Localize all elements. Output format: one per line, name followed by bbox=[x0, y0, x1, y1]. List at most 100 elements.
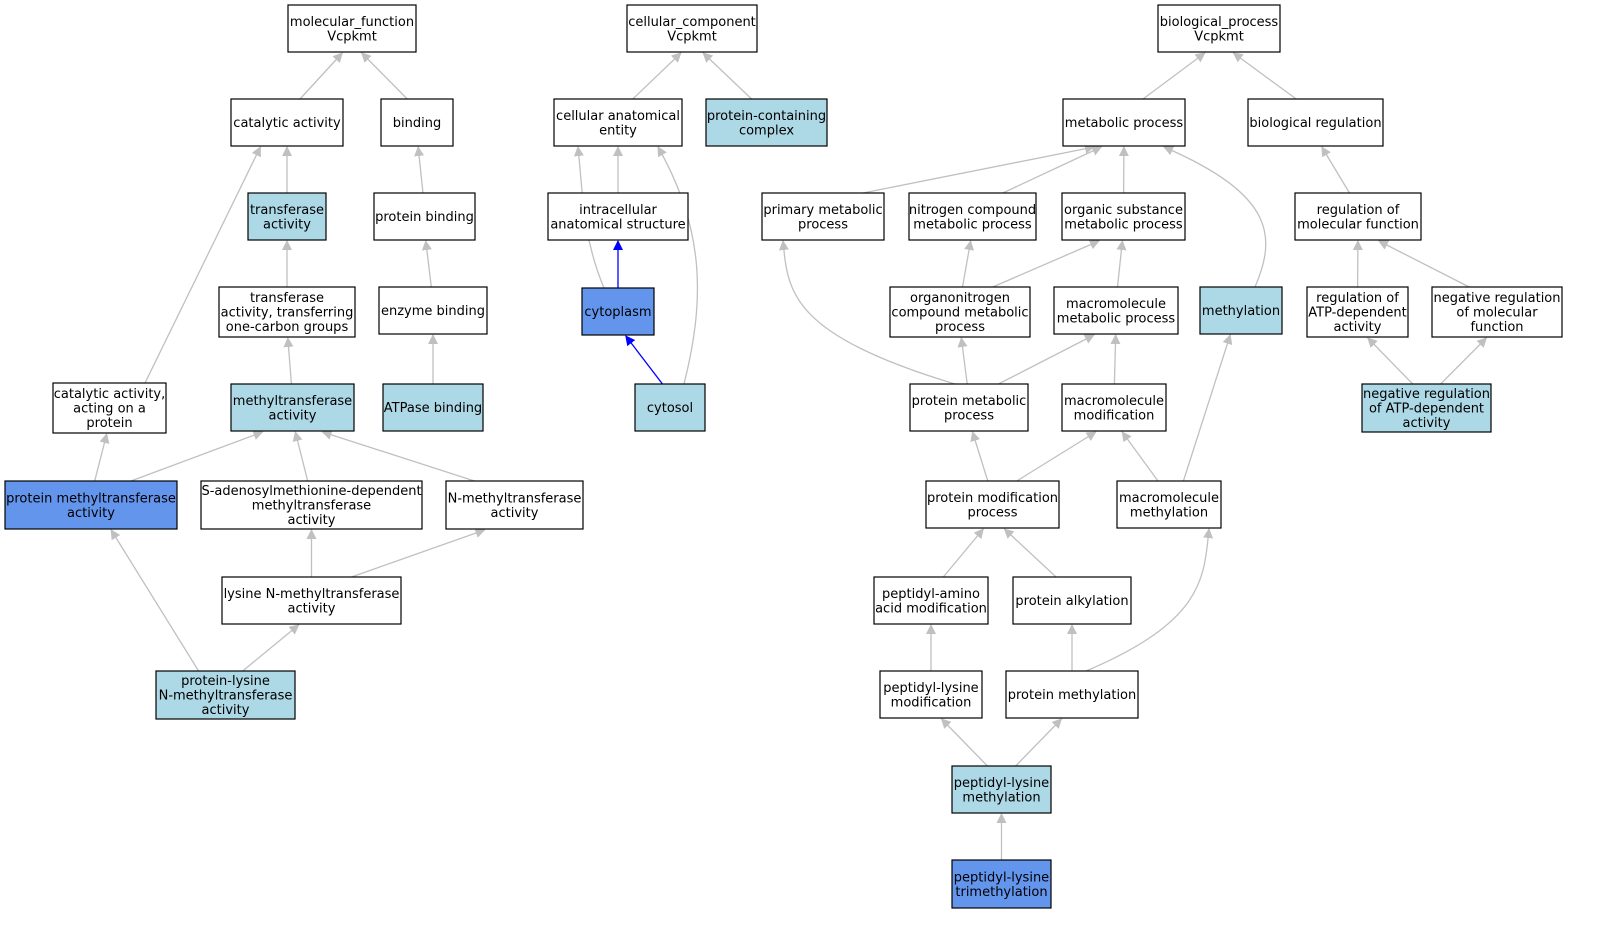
node-label-regatp-line-2: activity bbox=[1334, 320, 1382, 335]
edge-peptaa-to-protmod bbox=[942, 528, 984, 578]
edge-organonitrogen-to-nitrogen bbox=[961, 240, 974, 288]
node-label-protalk-line-0: protein alkylation bbox=[1015, 594, 1128, 609]
node-label-bp-line-0: biological_process bbox=[1160, 15, 1279, 30]
edges-layer bbox=[94, 52, 1488, 860]
node-label-primary-line-1: process bbox=[798, 217, 848, 232]
edge-protmethyltrans-to-methyltransferase bbox=[130, 430, 264, 482]
node-label-protmet-line-0: protein metabolic bbox=[912, 394, 1027, 409]
edge-lysnmethyl-to-nmethyl bbox=[351, 528, 486, 578]
edge-pcc-to-cc bbox=[702, 52, 753, 100]
node-box-protbinding bbox=[373, 192, 476, 241]
edge-nmethyl-to-methyltransferase bbox=[321, 430, 475, 482]
edge-protmet-to-primary bbox=[778, 240, 956, 385]
edge-macromethyl-to-methylation bbox=[1182, 334, 1233, 482]
edge-nitrogen-to-metabolic bbox=[1002, 146, 1103, 194]
node-label-catalytic-line-0: catalytic activity bbox=[233, 116, 341, 131]
node-label-protmethylation-line-0: protein methylation bbox=[1008, 688, 1137, 703]
node-label-peptlystrimeth-line-1: trimethylation bbox=[955, 885, 1047, 900]
node-label-peptaa-line-0: peptidyl-amino bbox=[882, 587, 980, 602]
node-box-methylation bbox=[1199, 286, 1283, 335]
node-box-pcc bbox=[705, 98, 828, 147]
node-label-macromet-line-1: metabolic process bbox=[1057, 311, 1176, 326]
node-label-pcc-line-0: protein-containing bbox=[707, 109, 826, 124]
node-box-protalk bbox=[1012, 576, 1132, 625]
node-label-macromethyl-line-0: macromolecule bbox=[1119, 491, 1219, 506]
node-label-samdep-line-1: methyltransferase bbox=[252, 499, 371, 514]
edge-protmethyltrans-to-catprot bbox=[94, 433, 110, 482]
edge-methyltransferase-to-transfer1c bbox=[283, 337, 294, 385]
edge-protmethylation-to-macromethyl bbox=[1085, 528, 1214, 672]
node-label-protbinding-line-0: protein binding bbox=[375, 210, 474, 225]
node-label-organic-line-1: metabolic process bbox=[1064, 217, 1183, 232]
node-label-protmethyltrans-line-1: activity bbox=[67, 506, 115, 521]
edge-negregmol-to-regmol bbox=[1377, 240, 1470, 288]
node-box-negregmol bbox=[1431, 286, 1563, 338]
node-box-catalytic bbox=[230, 98, 344, 147]
node-box-regmol bbox=[1294, 192, 1422, 241]
node-label-enzbinding-line-0: enzyme binding bbox=[381, 304, 485, 319]
edge-negregatp-to-regatp bbox=[1367, 337, 1414, 385]
node-label-protlysnmethyl-line-0: protein-lysine bbox=[181, 674, 270, 689]
node-label-protlysnmethyl-line-1: N-methyltransferase bbox=[159, 689, 293, 704]
node-label-protmet-line-1: process bbox=[944, 408, 994, 423]
node-label-macromethyl-line-1: methylation bbox=[1130, 505, 1208, 520]
node-label-macromod-line-1: modification bbox=[1074, 408, 1155, 423]
node-label-negregatp-line-2: activity bbox=[1403, 416, 1451, 431]
node-box-transfer1c bbox=[218, 286, 356, 338]
node-label-cae-line-0: cellular anatomical bbox=[556, 109, 680, 124]
node-label-catprot-line-2: protein bbox=[86, 416, 132, 431]
node-box-cytosol bbox=[634, 383, 706, 432]
node-box-primary bbox=[761, 192, 885, 241]
node-label-regmol-line-1: molecular function bbox=[1297, 217, 1419, 232]
node-box-bp bbox=[1157, 4, 1281, 53]
node-box-enzbinding bbox=[378, 286, 488, 335]
node-box-organic bbox=[1061, 192, 1186, 241]
edge-cae-to-cc bbox=[632, 52, 682, 100]
edge-methylation-to-metabolic bbox=[1163, 145, 1267, 288]
node-label-ias-line-1: anatomical structure bbox=[550, 217, 685, 232]
node-box-protlysnmethyl bbox=[155, 670, 296, 720]
node-label-negregmol-line-0: negative regulation bbox=[1433, 291, 1560, 306]
node-box-macromet bbox=[1053, 286, 1179, 335]
node-label-metabolic-line-0: metabolic process bbox=[1065, 116, 1184, 131]
edge-cytosol-to-cae bbox=[657, 146, 699, 385]
node-label-transfer1c-line-2: one-carbon groups bbox=[226, 320, 349, 335]
node-box-nmethyl bbox=[445, 480, 584, 530]
node-label-ias-line-0: intracellular bbox=[579, 203, 657, 218]
node-label-negregmol-line-2: function bbox=[1470, 320, 1523, 335]
node-label-mf-line-1: Vcpkmt bbox=[327, 29, 377, 44]
node-box-peptlysmeth bbox=[951, 765, 1052, 814]
node-methylation: methylation bbox=[1199, 286, 1283, 335]
node-label-nitrogen-line-0: nitrogen compound bbox=[909, 203, 1036, 218]
node-box-peptlystrimeth bbox=[951, 859, 1052, 909]
node-box-protmet bbox=[909, 383, 1029, 432]
node-label-methyltransferase-line-0: methyltransferase bbox=[233, 394, 352, 409]
edge-regmol-to-bioreg bbox=[1321, 146, 1351, 194]
node-label-organonitrogen-line-2: process bbox=[935, 320, 985, 335]
node-box-organonitrogen bbox=[889, 286, 1031, 338]
node-label-organonitrogen-line-0: organonitrogen bbox=[910, 291, 1010, 306]
node-box-catprot bbox=[52, 382, 167, 434]
node-box-regatp bbox=[1306, 286, 1409, 338]
node-label-organonitrogen-line-1: compound metabolic bbox=[891, 306, 1028, 321]
node-box-lysnmethyl bbox=[221, 576, 402, 625]
node-label-lysnmethyl-line-0: lysine N-methyltransferase bbox=[224, 587, 400, 602]
